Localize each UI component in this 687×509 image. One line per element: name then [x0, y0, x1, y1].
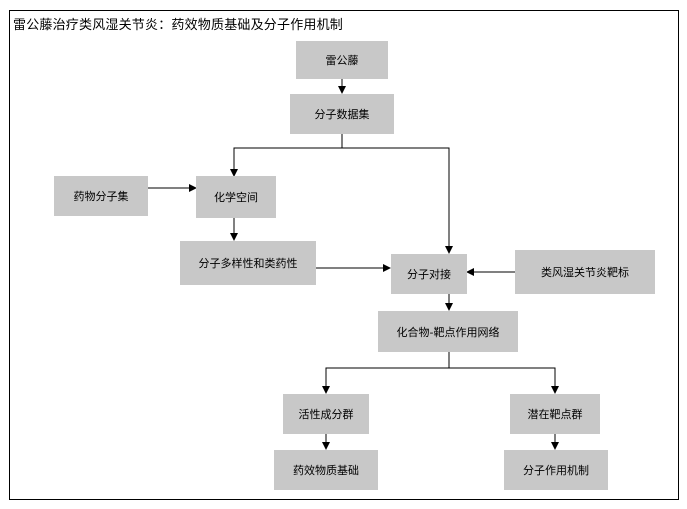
node-diversity-druglikeness-label: 分子多样性和类药性 — [198, 257, 298, 270]
node-potential-target-group: 潜在靶点群 — [510, 394, 600, 434]
node-pharmacodynamic-basis-label: 药效物质基础 — [293, 464, 359, 477]
node-potential-target-group-label: 潜在靶点群 — [527, 408, 583, 421]
node-molecular-mechanism-label: 分子作用机制 — [523, 464, 589, 477]
node-drug-molecule-set-label: 药物分子集 — [73, 190, 129, 203]
node-pharmacodynamic-basis: 药效物质基础 — [274, 450, 378, 490]
edge-dataset-to-docking — [342, 147, 453, 254]
edge-dataset-to-chemspace — [230, 134, 343, 177]
edge-network-to-targets — [449, 367, 559, 394]
node-molecular-mechanism: 分子作用机制 — [504, 450, 608, 490]
node-ra-targets: 类风湿关节炎靶标 — [515, 250, 655, 294]
node-active-component-group-label: 活性成分群 — [298, 408, 354, 421]
node-leigongteng-label: 雷公藤 — [325, 54, 359, 67]
edge-network-to-active — [322, 352, 450, 394]
diagram-title: 雷公藤治疗类风湿关节炎：药效物质基础及分子作用机制 — [13, 18, 344, 33]
node-chemical-space: 化学空间 — [196, 176, 276, 218]
node-compound-target-network: 化合物-靶点作用网络 — [378, 311, 518, 352]
node-ra-targets-label: 类风湿关节炎靶标 — [541, 266, 629, 279]
node-chemical-space-label: 化学空间 — [214, 191, 258, 204]
node-molecular-docking: 分子对接 — [391, 254, 467, 294]
node-diversity-druglikeness: 分子多样性和类药性 — [180, 241, 316, 285]
node-molecular-docking-label: 分子对接 — [407, 268, 451, 281]
node-drug-molecule-set: 药物分子集 — [54, 176, 148, 216]
node-molecular-dataset: 分子数据集 — [290, 94, 394, 134]
node-compound-target-network-label: 化合物-靶点作用网络 — [396, 325, 500, 339]
node-leigongteng: 雷公藤 — [296, 41, 388, 79]
node-molecular-dataset-label: 分子数据集 — [314, 108, 370, 121]
node-active-component-group: 活性成分群 — [283, 394, 369, 434]
